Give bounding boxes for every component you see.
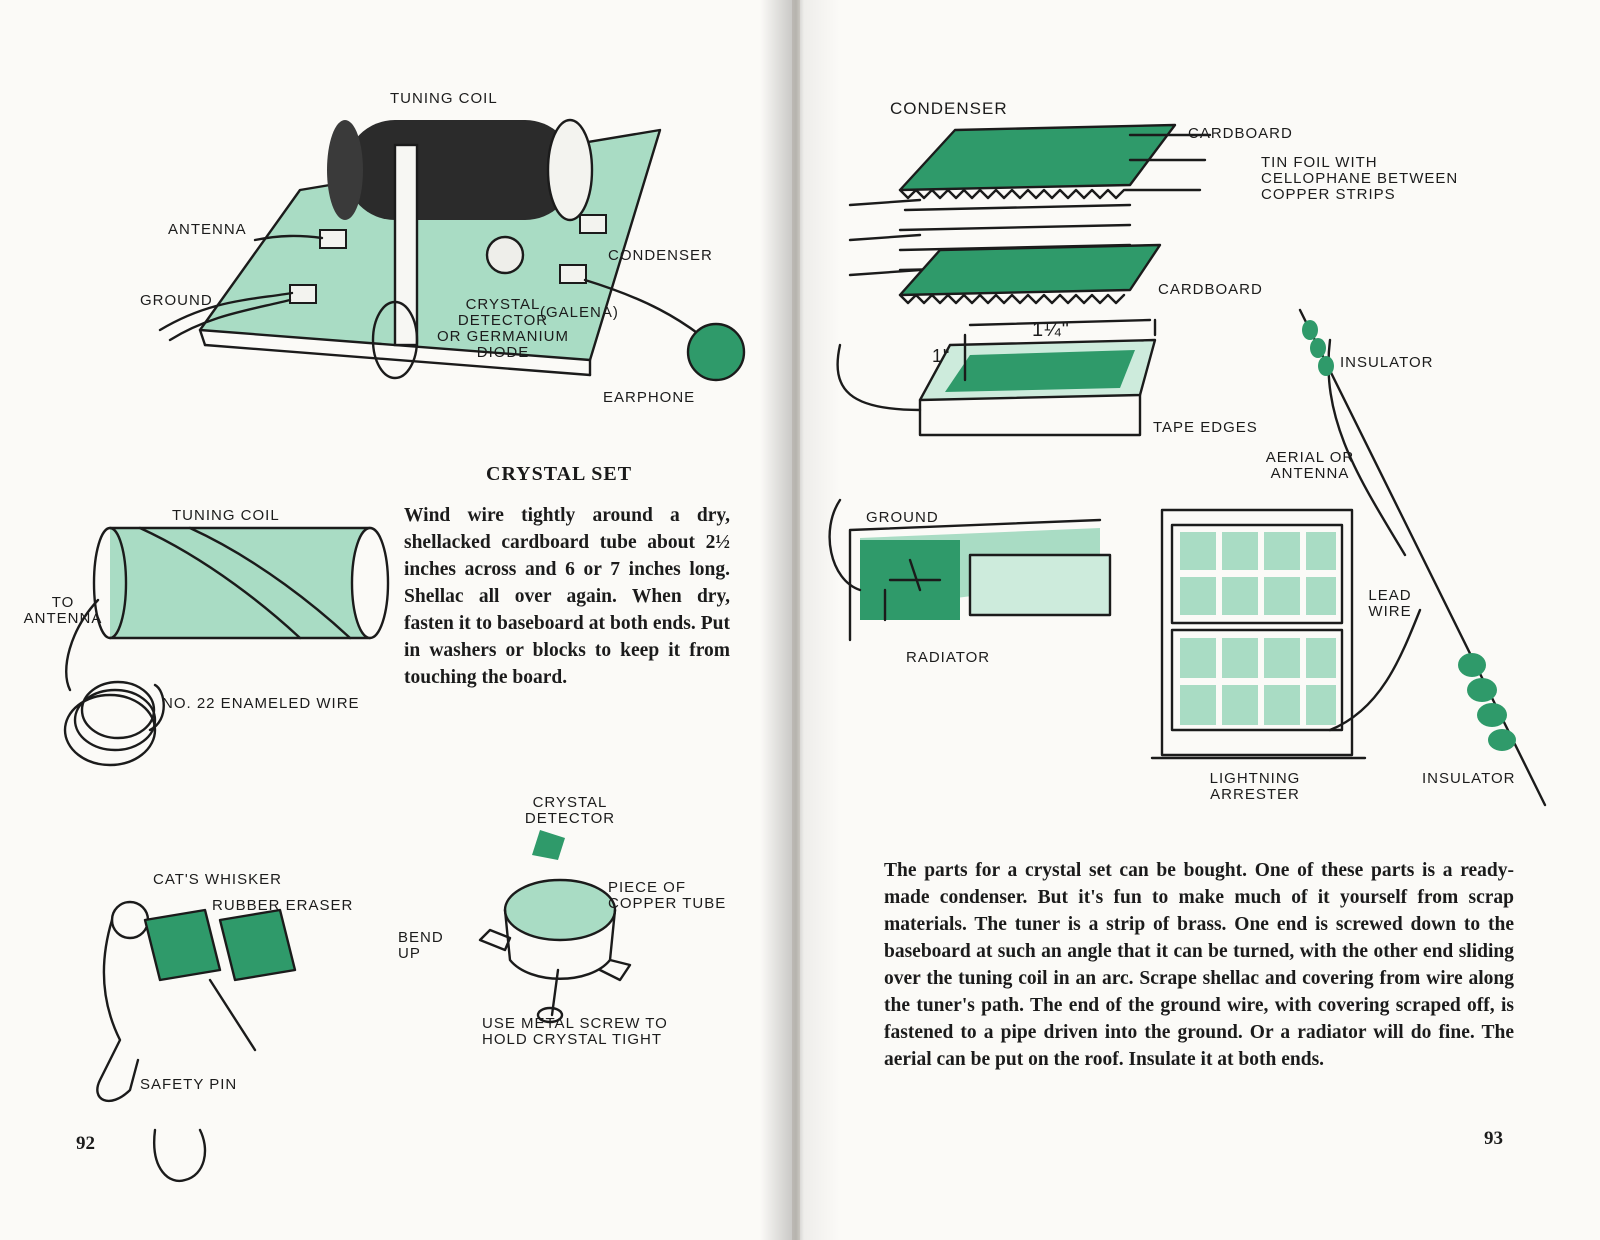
label-cats-whisker: CAT'S WHISKER	[153, 871, 282, 888]
label-cardboard-top: CARDBOARD	[1188, 125, 1293, 142]
label-ground-right: GROUND	[866, 509, 939, 526]
label-lead-wire: LEAD WIRE	[1368, 587, 1412, 620]
window-panes	[1180, 532, 1336, 725]
condenser-illustration	[836, 123, 1212, 437]
label-ground: GROUND	[140, 292, 213, 309]
label-aerial: AERIAL OR ANTENNA	[1265, 449, 1355, 482]
crystal-set-illustration	[158, 118, 746, 382]
label-enameled-wire: NO. 22 ENAMELED WIRE	[162, 695, 360, 712]
label-tape-edges: TAPE EDGES	[1153, 419, 1258, 436]
radiator-illustration	[828, 498, 1112, 642]
label-cardboard-bottom: CARDBOARD	[1158, 281, 1263, 298]
cats-whisker-illustration	[96, 900, 297, 1183]
label-bend-up: BEND UP	[398, 929, 444, 962]
label-dim-1-1-4: 1¼"	[1032, 319, 1070, 341]
label-insulator-top: INSULATOR	[1340, 354, 1434, 371]
label-earphone: EARPHONE	[603, 389, 696, 406]
insulator-top-shape	[1302, 320, 1334, 376]
aerial-window-illustration	[1150, 308, 1547, 807]
label-metal-screw: USE METAL SCREW TO HOLD CRYSTAL TIGHT	[482, 1015, 668, 1048]
label-radiator: RADIATOR	[906, 649, 991, 666]
crystal-detector-illustration	[478, 830, 632, 1024]
paragraph-right: The parts for a crystal set can be bough…	[884, 860, 1514, 1070]
label-antenna: ANTENNA	[168, 221, 247, 238]
right-page: CONDENSER CARDBOARD TIN FOIL WITH CELLOP…	[800, 0, 1600, 1240]
label-condenser-title: CONDENSER	[890, 99, 1008, 118]
page-number-right: 93	[1484, 1128, 1503, 1149]
label-rubber-eraser: RUBBER ERASER	[212, 897, 354, 914]
label-crystal-detector: CRYSTAL DETECTOR OR GERMANIUM DIODE	[437, 296, 569, 361]
label-insulator-bottom: INSULATOR	[1422, 770, 1516, 787]
label-tuning-coil: TUNING COIL	[390, 90, 498, 107]
book-gutter	[760, 0, 840, 1240]
tuning-coil-illustration	[63, 526, 390, 767]
left-page: TUNING COIL ANTENNA CONDENSER GROUND CRY…	[0, 0, 792, 1240]
heading-crystal-set: CRYSTAL SET	[486, 463, 633, 485]
page-number-left: 92	[76, 1133, 95, 1154]
label-tin-foil: TIN FOIL WITH CELLOPHANE BETWEEN COPPER …	[1261, 154, 1459, 203]
label-to-antenna: TO ANTENNA	[23, 594, 103, 627]
label-dim-1: 1"	[932, 346, 951, 366]
label-galena: (GALENA)	[540, 304, 619, 321]
label-lightning-arrester: LIGHTNING ARRESTER	[1209, 770, 1301, 803]
label-detector: CRYSTAL DETECTOR	[524, 794, 616, 827]
label-condenser: CONDENSER	[608, 247, 713, 264]
label-copper-tube: PIECE OF COPPER TUBE	[608, 879, 727, 912]
label-safety-pin: SAFETY PIN	[140, 1076, 238, 1093]
label-coil-tuning-coil: TUNING COIL	[172, 507, 280, 524]
insulator-bottom-shape	[1458, 653, 1516, 751]
paragraph-left: Wind wire tightly around a dry, shellack…	[404, 505, 730, 688]
